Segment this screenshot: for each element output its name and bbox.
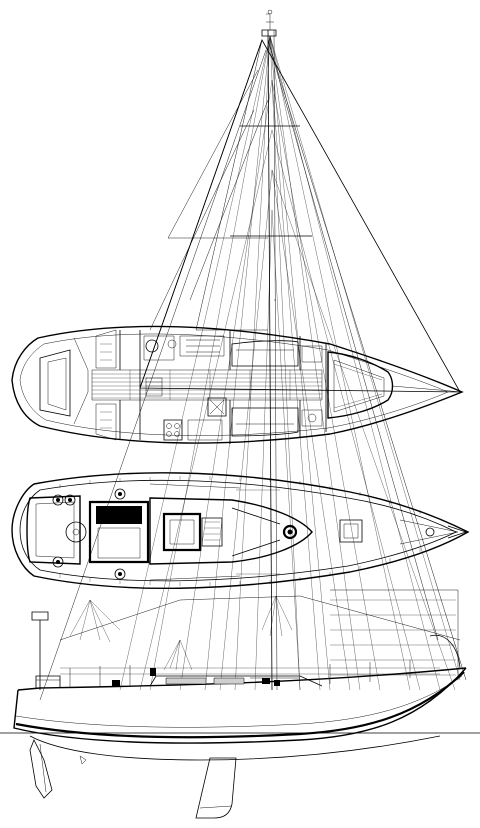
saloon-table [208, 398, 226, 416]
deck-plan [12, 473, 468, 588]
sail-plan [40, 10, 466, 700]
cockpit-well [90, 502, 148, 562]
wheel [66, 522, 86, 542]
hull-topsides [14, 668, 466, 743]
winches [53, 489, 125, 579]
galley-stove [164, 420, 182, 440]
mainsail [40, 40, 268, 700]
nav-table [144, 336, 174, 360]
hull-underbody [30, 736, 440, 760]
forehatch [340, 520, 362, 542]
cabin-trunk [150, 676, 322, 686]
sole-grid [92, 370, 322, 400]
stanchions [60, 660, 440, 688]
spreaders [230, 126, 312, 300]
accommodation-plan [12, 327, 462, 444]
toe-rail-fittings [60, 476, 420, 586]
mast-step [284, 526, 296, 538]
hull-profile [0, 596, 480, 818]
rudder [30, 740, 52, 798]
accommodation-hull-outline [12, 327, 462, 444]
rigging-lines [120, 36, 460, 690]
keel [196, 758, 236, 818]
coachroof [150, 498, 312, 564]
forestay [268, 40, 466, 680]
deck-hull-outline [12, 473, 468, 588]
stern-pulpit [36, 676, 60, 688]
